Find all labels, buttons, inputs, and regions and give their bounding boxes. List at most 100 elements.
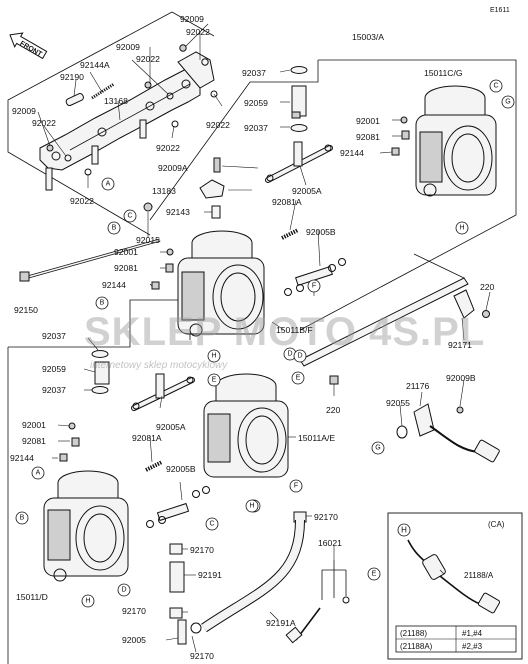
callout-circle xyxy=(367,567,381,581)
part-label: 92009 xyxy=(180,14,204,24)
part-label: 92037 xyxy=(244,123,268,133)
ca-table-part: (21188A) xyxy=(400,642,433,651)
leader-lines xyxy=(37,23,491,653)
part-label: 92037 xyxy=(42,385,66,395)
part-label: 92144 xyxy=(10,453,34,463)
part-label: 92022 xyxy=(32,118,56,128)
part-label: 92005A xyxy=(156,422,186,432)
link-rail xyxy=(299,253,490,385)
callout-circle xyxy=(123,209,137,223)
callout-markers: CGACBBDHHEABCDEFGHFEHDH xyxy=(15,79,515,608)
callout-circle xyxy=(489,79,503,93)
part-label: 92081 xyxy=(114,263,138,273)
part-label: 92170 xyxy=(314,512,338,522)
part-label: 92037 xyxy=(242,68,266,78)
carburetor-15011BF xyxy=(177,230,265,337)
callout-circle xyxy=(207,349,221,363)
part-label: 92081 xyxy=(22,436,46,446)
part-label: 92005B xyxy=(166,464,196,474)
part-label: 92190 xyxy=(60,72,84,82)
callout-letter: A xyxy=(106,181,111,188)
callout-letter: G xyxy=(375,445,380,452)
callout-circle xyxy=(101,177,115,191)
callout-circle xyxy=(245,499,259,513)
callout-circle xyxy=(289,479,303,493)
part-label: 92037 xyxy=(42,331,66,341)
callout-letter: D xyxy=(287,351,292,358)
callout-letter: H xyxy=(459,225,464,232)
ca-connector-21188A xyxy=(407,539,501,614)
bracket-group-frame xyxy=(7,11,173,236)
part-label: 92009B xyxy=(446,373,476,383)
part-label: 92022 xyxy=(156,143,180,153)
part-label: 13168 xyxy=(104,96,128,106)
part-label: 92005B xyxy=(306,227,336,237)
lower-fittings xyxy=(59,350,307,645)
part-label: 92150 xyxy=(14,305,38,315)
callout-circle xyxy=(207,373,221,387)
callout-letter: F xyxy=(312,283,316,290)
carburetor-15011CG xyxy=(415,85,497,197)
part-label: 92022 xyxy=(206,120,230,130)
part-label: 21176 xyxy=(406,381,429,391)
callout-circle xyxy=(15,511,29,525)
sensor-16021 xyxy=(285,560,350,644)
part-label: 92171 xyxy=(448,340,472,350)
part-label: 16021 xyxy=(318,538,342,548)
part-label: 15011A/E xyxy=(298,433,335,443)
diagram-code: E1611 xyxy=(490,7,510,14)
part-label: 15011B/F xyxy=(276,325,313,335)
part-label: 15011C/G xyxy=(424,68,463,78)
callout-circle xyxy=(293,349,307,363)
callout-letter: H xyxy=(249,503,254,510)
callout-letter: D xyxy=(121,587,126,594)
callout-circle xyxy=(307,279,321,293)
part-label: 92081A xyxy=(272,197,302,207)
callout-letter: C xyxy=(493,83,498,90)
part-label: 220 xyxy=(326,405,341,415)
part-label: 92009A xyxy=(158,163,188,173)
part-label: 92022 xyxy=(70,196,94,206)
part-label: 92144A xyxy=(80,60,110,70)
callout-letter: G xyxy=(505,99,510,106)
callout-circle xyxy=(81,594,95,608)
callout-letter: F xyxy=(294,483,298,490)
upper-assembly-frame xyxy=(149,60,319,221)
part-label: 92081 xyxy=(356,132,380,142)
bracket-group-frame-top xyxy=(171,11,215,37)
callout-circle xyxy=(455,221,469,235)
callout-letter: A xyxy=(36,470,41,477)
callout-letter: E xyxy=(212,377,217,384)
callout-circle xyxy=(205,517,219,531)
part-label: 92015 xyxy=(136,235,160,245)
watermark-sub: internetowy sklep motocyklowy xyxy=(90,360,228,371)
ca-box: (CA) 21188/A H (21188) #1,#4 (21188A) #2… xyxy=(395,520,517,653)
callout-letter: B xyxy=(112,225,117,232)
ca-box-title: (CA) xyxy=(488,520,505,529)
callout-letter: C xyxy=(209,521,214,528)
callout-circle xyxy=(291,371,305,385)
part-label: 92081A xyxy=(132,433,162,443)
part-label: 92191A xyxy=(266,618,296,628)
part-label: 92001 xyxy=(356,116,380,126)
callout-circle xyxy=(371,441,385,455)
part-label: 13183 xyxy=(152,186,176,196)
part-label: 92059 xyxy=(42,364,66,374)
carburetor-15011AE xyxy=(203,373,289,478)
connector-21176 xyxy=(396,403,500,463)
ca-table-cyl: #1,#4 xyxy=(462,629,483,638)
callout-letter: E xyxy=(296,375,301,382)
part-label: 15011/D xyxy=(16,592,48,602)
part-label: 92001 xyxy=(22,420,46,430)
callout-letter: D xyxy=(297,353,302,360)
ca-box-part: 21188/A xyxy=(464,571,494,580)
callout-letter: B xyxy=(20,515,25,522)
front-arrow: FRONT xyxy=(9,32,48,60)
part-label: 92170 xyxy=(190,651,214,661)
callout-circle xyxy=(95,296,109,310)
ca-box-callout: H xyxy=(401,526,407,535)
part-label: 92170 xyxy=(122,606,146,616)
carburetor-15011D xyxy=(43,470,129,582)
ca-table-cyl: #2,#3 xyxy=(462,642,483,651)
